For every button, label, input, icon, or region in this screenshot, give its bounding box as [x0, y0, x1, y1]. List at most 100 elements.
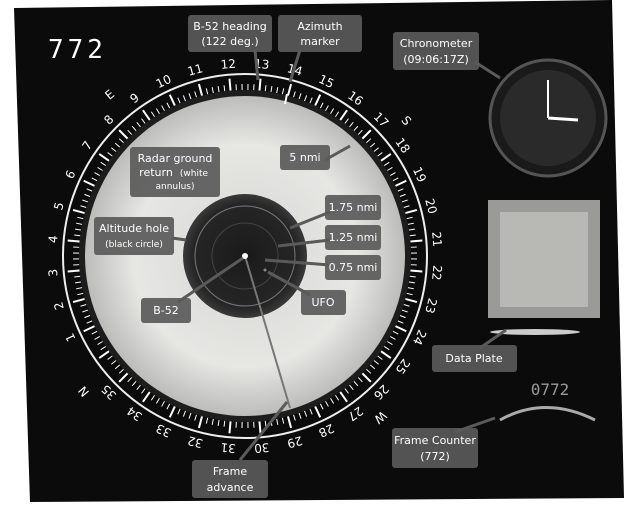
dial-tick: [325, 400, 329, 407]
dial-tick: [330, 108, 335, 114]
dial-tick: [293, 414, 296, 421]
dial-tick: [389, 172, 396, 176]
dial-tick: [389, 336, 396, 340]
dial-number: 24: [410, 327, 429, 347]
dial-tick: [197, 83, 204, 96]
dial-tick: [86, 320, 93, 324]
dial-tick: [177, 97, 181, 104]
svg-text:B-52 heading: B-52 heading: [193, 20, 266, 33]
svg-text:(white: (white: [180, 169, 209, 179]
dial-tick: [395, 179, 407, 187]
dial-tick: [397, 188, 404, 192]
dial-tick: [141, 118, 146, 124]
dial-number: 29: [286, 433, 304, 450]
dial-tick: [86, 188, 93, 192]
dial-tick: [319, 403, 324, 410]
dial-tick: [74, 275, 81, 278]
dial-tick: [298, 412, 302, 419]
dial-tick: [75, 281, 82, 284]
dial-tick: [304, 410, 308, 417]
dial-tick: [223, 420, 226, 427]
dial-tick: [205, 88, 209, 95]
dial-number: 2: [51, 300, 67, 311]
dial-tick: [155, 108, 160, 114]
dial-tick: [330, 398, 335, 404]
dial-tick: [72, 208, 85, 215]
dial-number: 11: [186, 61, 204, 78]
dial-tick: [182, 410, 186, 417]
chronometer: [488, 58, 608, 178]
svg-text:annulus): annulus): [155, 182, 194, 192]
dial-tick: [111, 147, 117, 152]
dial-tick: [131, 380, 137, 387]
svg-text:return: return: [139, 166, 173, 179]
dial-tick: [387, 166, 393, 171]
dial-tick: [339, 391, 348, 403]
dial-tick: [407, 222, 414, 225]
dial-tick: [127, 129, 133, 135]
dial-tick: [377, 152, 383, 157]
dial-tick: [107, 152, 113, 157]
svg-text:Data Plate: Data Plate: [445, 352, 503, 365]
dial-tick: [380, 153, 392, 162]
dial-tick: [97, 166, 103, 171]
dial-tick: [194, 91, 197, 98]
dial-tick: [72, 297, 85, 304]
dial-tick: [98, 153, 110, 162]
svg-text:Frame: Frame: [213, 465, 248, 478]
frame-counter: 0772: [499, 380, 596, 422]
dial-tick: [387, 341, 393, 346]
dial-tick: [100, 345, 107, 351]
svg-text:Azimuth: Azimuth: [297, 20, 342, 33]
dial-tick: [408, 281, 415, 284]
dial-tick: [276, 418, 279, 425]
dial-tick: [409, 275, 416, 278]
dial-tick: [353, 380, 359, 387]
dial-tick: [84, 315, 91, 319]
dial-tick: [357, 129, 363, 135]
callout-data-plate: Data Plate: [432, 345, 517, 372]
dial-tick: [161, 400, 165, 407]
dial-tick: [118, 129, 129, 140]
dial-tick: [403, 304, 410, 307]
callout-ground-return: Radar ground return (white annulus): [130, 147, 220, 197]
dial-tick: [286, 416, 293, 429]
dial-tick: [166, 403, 171, 410]
dial-tick: [82, 199, 89, 203]
dial-tick: [406, 292, 413, 296]
dial-tick: [286, 83, 293, 96]
callout-0-75-nmi: 0.75 nmi: [325, 255, 381, 280]
svg-text:Chronometer: Chronometer: [400, 37, 473, 50]
dial-tick: [344, 118, 349, 124]
dial-tick: [98, 350, 110, 359]
callout-b52: B-52: [141, 298, 191, 323]
dial-tick: [161, 105, 165, 112]
dial-tick: [91, 330, 98, 335]
dial-tick: [377, 355, 383, 360]
dial-tick: [84, 193, 91, 197]
dial-tick: [349, 122, 354, 128]
dial-tick: [319, 102, 324, 109]
dial-tick: [205, 417, 209, 424]
dial-tick: [349, 384, 354, 390]
dial-tick: [258, 421, 262, 434]
dial-tick: [264, 420, 267, 427]
dial-number: 23: [422, 297, 439, 315]
svg-text:(772): (772): [420, 450, 450, 463]
dial-tick: [168, 406, 176, 418]
callout-1-75-nmi: 1.75 nmi: [325, 195, 381, 220]
dial-tick: [91, 177, 98, 182]
dial-tick: [380, 350, 392, 359]
dial-tick: [399, 315, 406, 319]
dial-tick: [410, 269, 423, 273]
dial-tick: [334, 394, 340, 401]
dial-tick: [127, 377, 133, 383]
dial-number: 32: [186, 433, 204, 450]
dial-tick: [314, 406, 322, 418]
dial-tick: [217, 419, 220, 426]
dial-tick: [188, 93, 192, 100]
dial-tick: [270, 86, 273, 93]
